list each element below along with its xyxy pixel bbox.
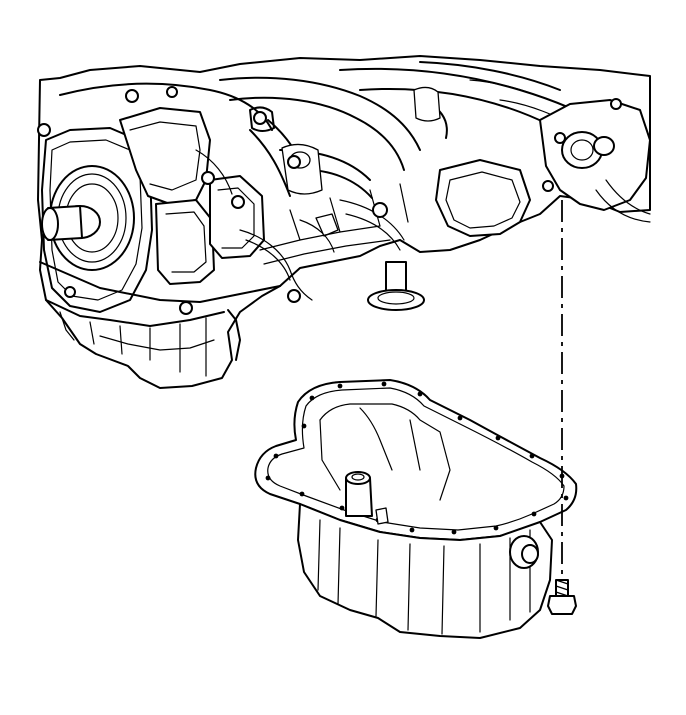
- drain-plug: [509, 535, 539, 569]
- crankshaft-pulley: [41, 165, 135, 271]
- oil-pan: [254, 379, 578, 639]
- oil-pan-tower: [345, 471, 373, 517]
- engine-block: [37, 55, 651, 389]
- oil-pan-flange: [254, 379, 578, 541]
- oil-pickup: [367, 261, 425, 311]
- oil-pan-bolt: [547, 579, 577, 615]
- oil-pan-bolt-holes: [265, 381, 569, 535]
- engine-bolts: [37, 86, 622, 315]
- oil-pan-body: [297, 503, 553, 639]
